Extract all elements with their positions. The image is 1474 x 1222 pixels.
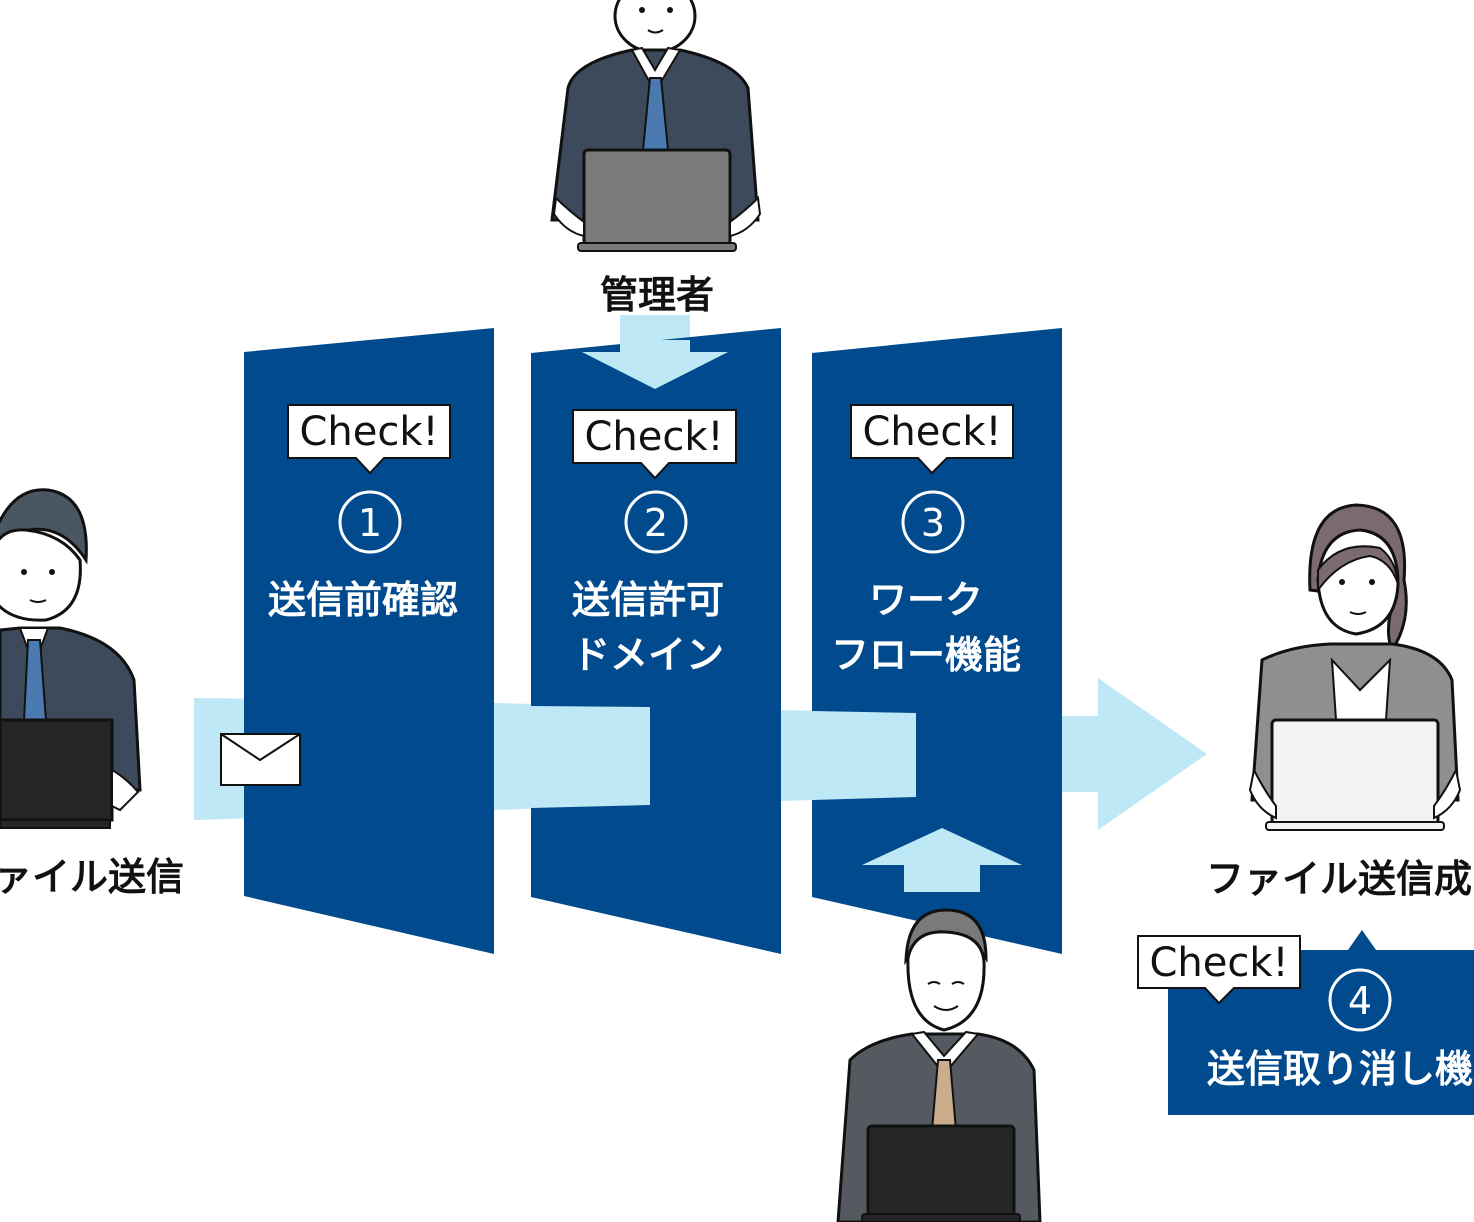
- recall-number-text: 4: [1348, 979, 1372, 1023]
- flow-arrow-right: [1060, 678, 1207, 830]
- gate-2-label-line-2: ドメイン: [572, 633, 724, 677]
- sender-person-illustration: [0, 488, 142, 829]
- recipient-label: ファイル送信成す: [1206, 857, 1474, 901]
- recall-number: 4: [1328, 968, 1392, 1032]
- recall-feature-box: Check! 4 送信取り消し機: [1137, 930, 1474, 1115]
- recipient-person-illustration: [1248, 503, 1462, 831]
- gate-1-number: 1: [338, 490, 402, 554]
- recall-feature-label: 送信取り消し機: [1207, 1047, 1473, 1091]
- check-bubble-4: Check!: [1137, 935, 1301, 1005]
- gate-3-number: 3: [901, 490, 965, 554]
- flow-segment-over-gate-2: [531, 706, 650, 808]
- sender-label: ァイル送信: [0, 855, 184, 899]
- gate-2-number: 2: [624, 490, 688, 554]
- gate-3-label-line-2: フロー機能: [831, 633, 1021, 677]
- flow-segment-over-gate-3: [812, 711, 916, 800]
- check-bubble-2: Check!: [572, 409, 737, 480]
- check-bubble-4-text: Check!: [1149, 940, 1288, 986]
- check-bubble-3-text: Check!: [862, 409, 1001, 455]
- admin-label: 管理者: [600, 273, 714, 317]
- check-bubble-3: Check!: [850, 404, 1014, 475]
- check-bubble-1: Check!: [287, 404, 451, 475]
- gate-1-label: 送信前確認: [268, 578, 458, 622]
- gate-3-label-line-1: ワーク: [869, 578, 983, 622]
- gate-1-panel: [244, 328, 494, 954]
- gate-1-number-text: 1: [358, 501, 382, 545]
- admin-arrow-over-gate-2: [582, 340, 728, 389]
- envelope-icon: [220, 733, 301, 786]
- gate-2-number-text: 2: [644, 501, 668, 545]
- approver-person-illustration: [836, 908, 1042, 1222]
- gate-1: [244, 328, 494, 954]
- gate-3-number-text: 3: [921, 501, 945, 545]
- approver-arrow-over-gate-3: [862, 828, 1022, 892]
- check-bubble-1-text: Check!: [299, 409, 438, 455]
- gate-2-label-line-1: 送信許可: [572, 578, 724, 622]
- check-bubble-2-text: Check!: [584, 414, 723, 460]
- admin-person-illustration: [550, 0, 762, 252]
